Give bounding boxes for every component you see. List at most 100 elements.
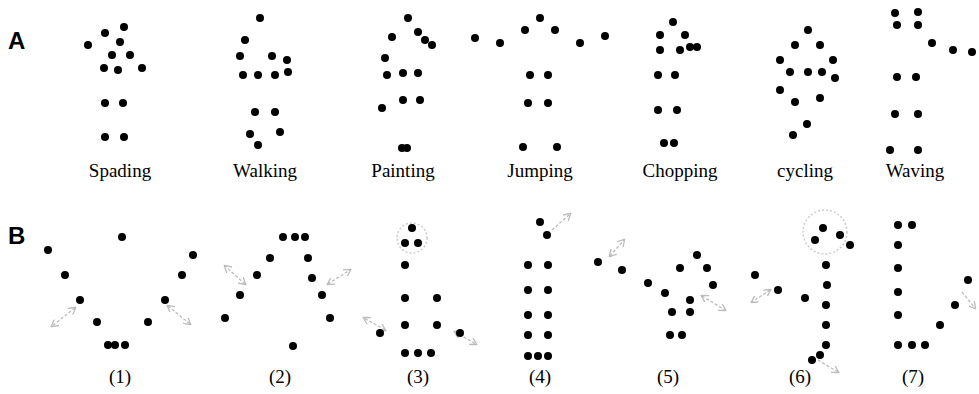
point-light-dot (654, 106, 662, 114)
point-light-dot (894, 264, 902, 272)
caption-label: Painting (371, 160, 434, 182)
point-light-dot (669, 18, 677, 26)
motion-arrow (610, 240, 624, 256)
point-light-dot (601, 32, 609, 40)
point-light-dot (819, 224, 827, 232)
caption-label: Waving (886, 160, 945, 182)
point-light-dot (401, 261, 409, 269)
point-light-dot (414, 349, 422, 357)
point-light-dot (791, 41, 799, 49)
point-light-dot (236, 291, 244, 299)
rotation-ring (397, 223, 427, 253)
point-light-dot (804, 68, 812, 76)
point-light-dot (660, 139, 668, 147)
point-light-dot (161, 296, 169, 304)
point-light-dot (388, 33, 396, 41)
point-light-dot (949, 46, 957, 54)
point-light-dot (101, 133, 109, 141)
point-light-dot (666, 331, 674, 339)
point-light-dot (686, 308, 694, 316)
point-light-dot (236, 52, 244, 60)
point-light-dot (822, 341, 830, 349)
point-light-dot (408, 224, 416, 232)
point-light-dot (326, 314, 334, 322)
point-light-dot (536, 218, 544, 226)
point-light-dot (654, 71, 662, 79)
point-light-dot (544, 99, 552, 107)
point-light-dot (126, 51, 134, 59)
point-light-dot (914, 110, 922, 118)
point-light-dot (544, 71, 552, 79)
point-light-dot (378, 104, 386, 112)
point-light-dot (403, 144, 411, 152)
caption-label: Chopping (643, 160, 718, 182)
point-light-dot (291, 233, 299, 241)
caption-label: (7) (902, 366, 924, 388)
point-light-dot (239, 71, 247, 79)
point-light-dot (100, 64, 108, 72)
point-light-dot (914, 146, 922, 154)
point-light-dot (693, 251, 701, 259)
point-light-dot (686, 43, 694, 51)
point-light-dot (114, 66, 122, 74)
caption-label: (6) (789, 366, 811, 388)
point-light-dot (189, 251, 197, 259)
point-light-dot (811, 236, 819, 244)
point-light-dot (673, 106, 681, 114)
point-light-dot (120, 23, 128, 31)
point-light-dot (428, 41, 436, 49)
point-light-dot (308, 274, 316, 282)
point-light-dot (668, 308, 676, 316)
point-light-dot (891, 9, 899, 17)
point-light-dot (618, 266, 626, 274)
motion-arrow (225, 266, 245, 284)
point-light-dot (44, 246, 52, 254)
point-light-dot (908, 221, 916, 229)
point-light-dot (776, 86, 784, 94)
point-light-dot (816, 41, 824, 49)
point-light-dot (786, 68, 794, 76)
point-light-dot (816, 351, 824, 359)
point-light-dot (803, 120, 811, 128)
point-light-dot (686, 296, 694, 304)
point-light-dot (301, 233, 309, 241)
caption-label: (4) (529, 366, 551, 388)
point-light-dot (526, 71, 534, 79)
point-light-dot (433, 321, 441, 329)
panel-letter: B (8, 223, 25, 249)
point-light-dot (914, 8, 922, 16)
point-light-dot (524, 311, 532, 319)
point-light-dot (138, 64, 146, 72)
point-light-dot (676, 264, 684, 272)
point-light-dot (241, 36, 249, 44)
point-light-dot (656, 46, 664, 54)
point-light-dot (936, 321, 944, 329)
point-light-dot (894, 288, 902, 296)
point-light-dot (519, 143, 527, 151)
point-light-dot (254, 71, 262, 79)
point-light-dot (914, 21, 922, 29)
point-light-dot (524, 352, 532, 360)
point-light-dot (289, 342, 297, 350)
motion-arrow (168, 306, 190, 324)
point-light-dot (681, 31, 689, 39)
point-light-dot (61, 271, 69, 279)
motion-arrow (702, 296, 725, 310)
point-light-dot (433, 294, 441, 302)
point-light-dot (376, 329, 384, 337)
point-light-dot (271, 108, 279, 116)
point-light-dot (656, 31, 664, 39)
point-light-dot (101, 99, 109, 107)
point-light-dot (893, 21, 901, 29)
point-light-dot (178, 271, 186, 279)
point-light-dot (816, 94, 824, 102)
point-light-dot (551, 26, 559, 34)
point-light-dot (544, 286, 552, 294)
point-light-dot (776, 56, 784, 64)
point-light-dot (401, 349, 409, 357)
point-light-dot (268, 52, 276, 60)
panel-letter: A (8, 28, 25, 54)
point-light-dot (822, 301, 830, 309)
